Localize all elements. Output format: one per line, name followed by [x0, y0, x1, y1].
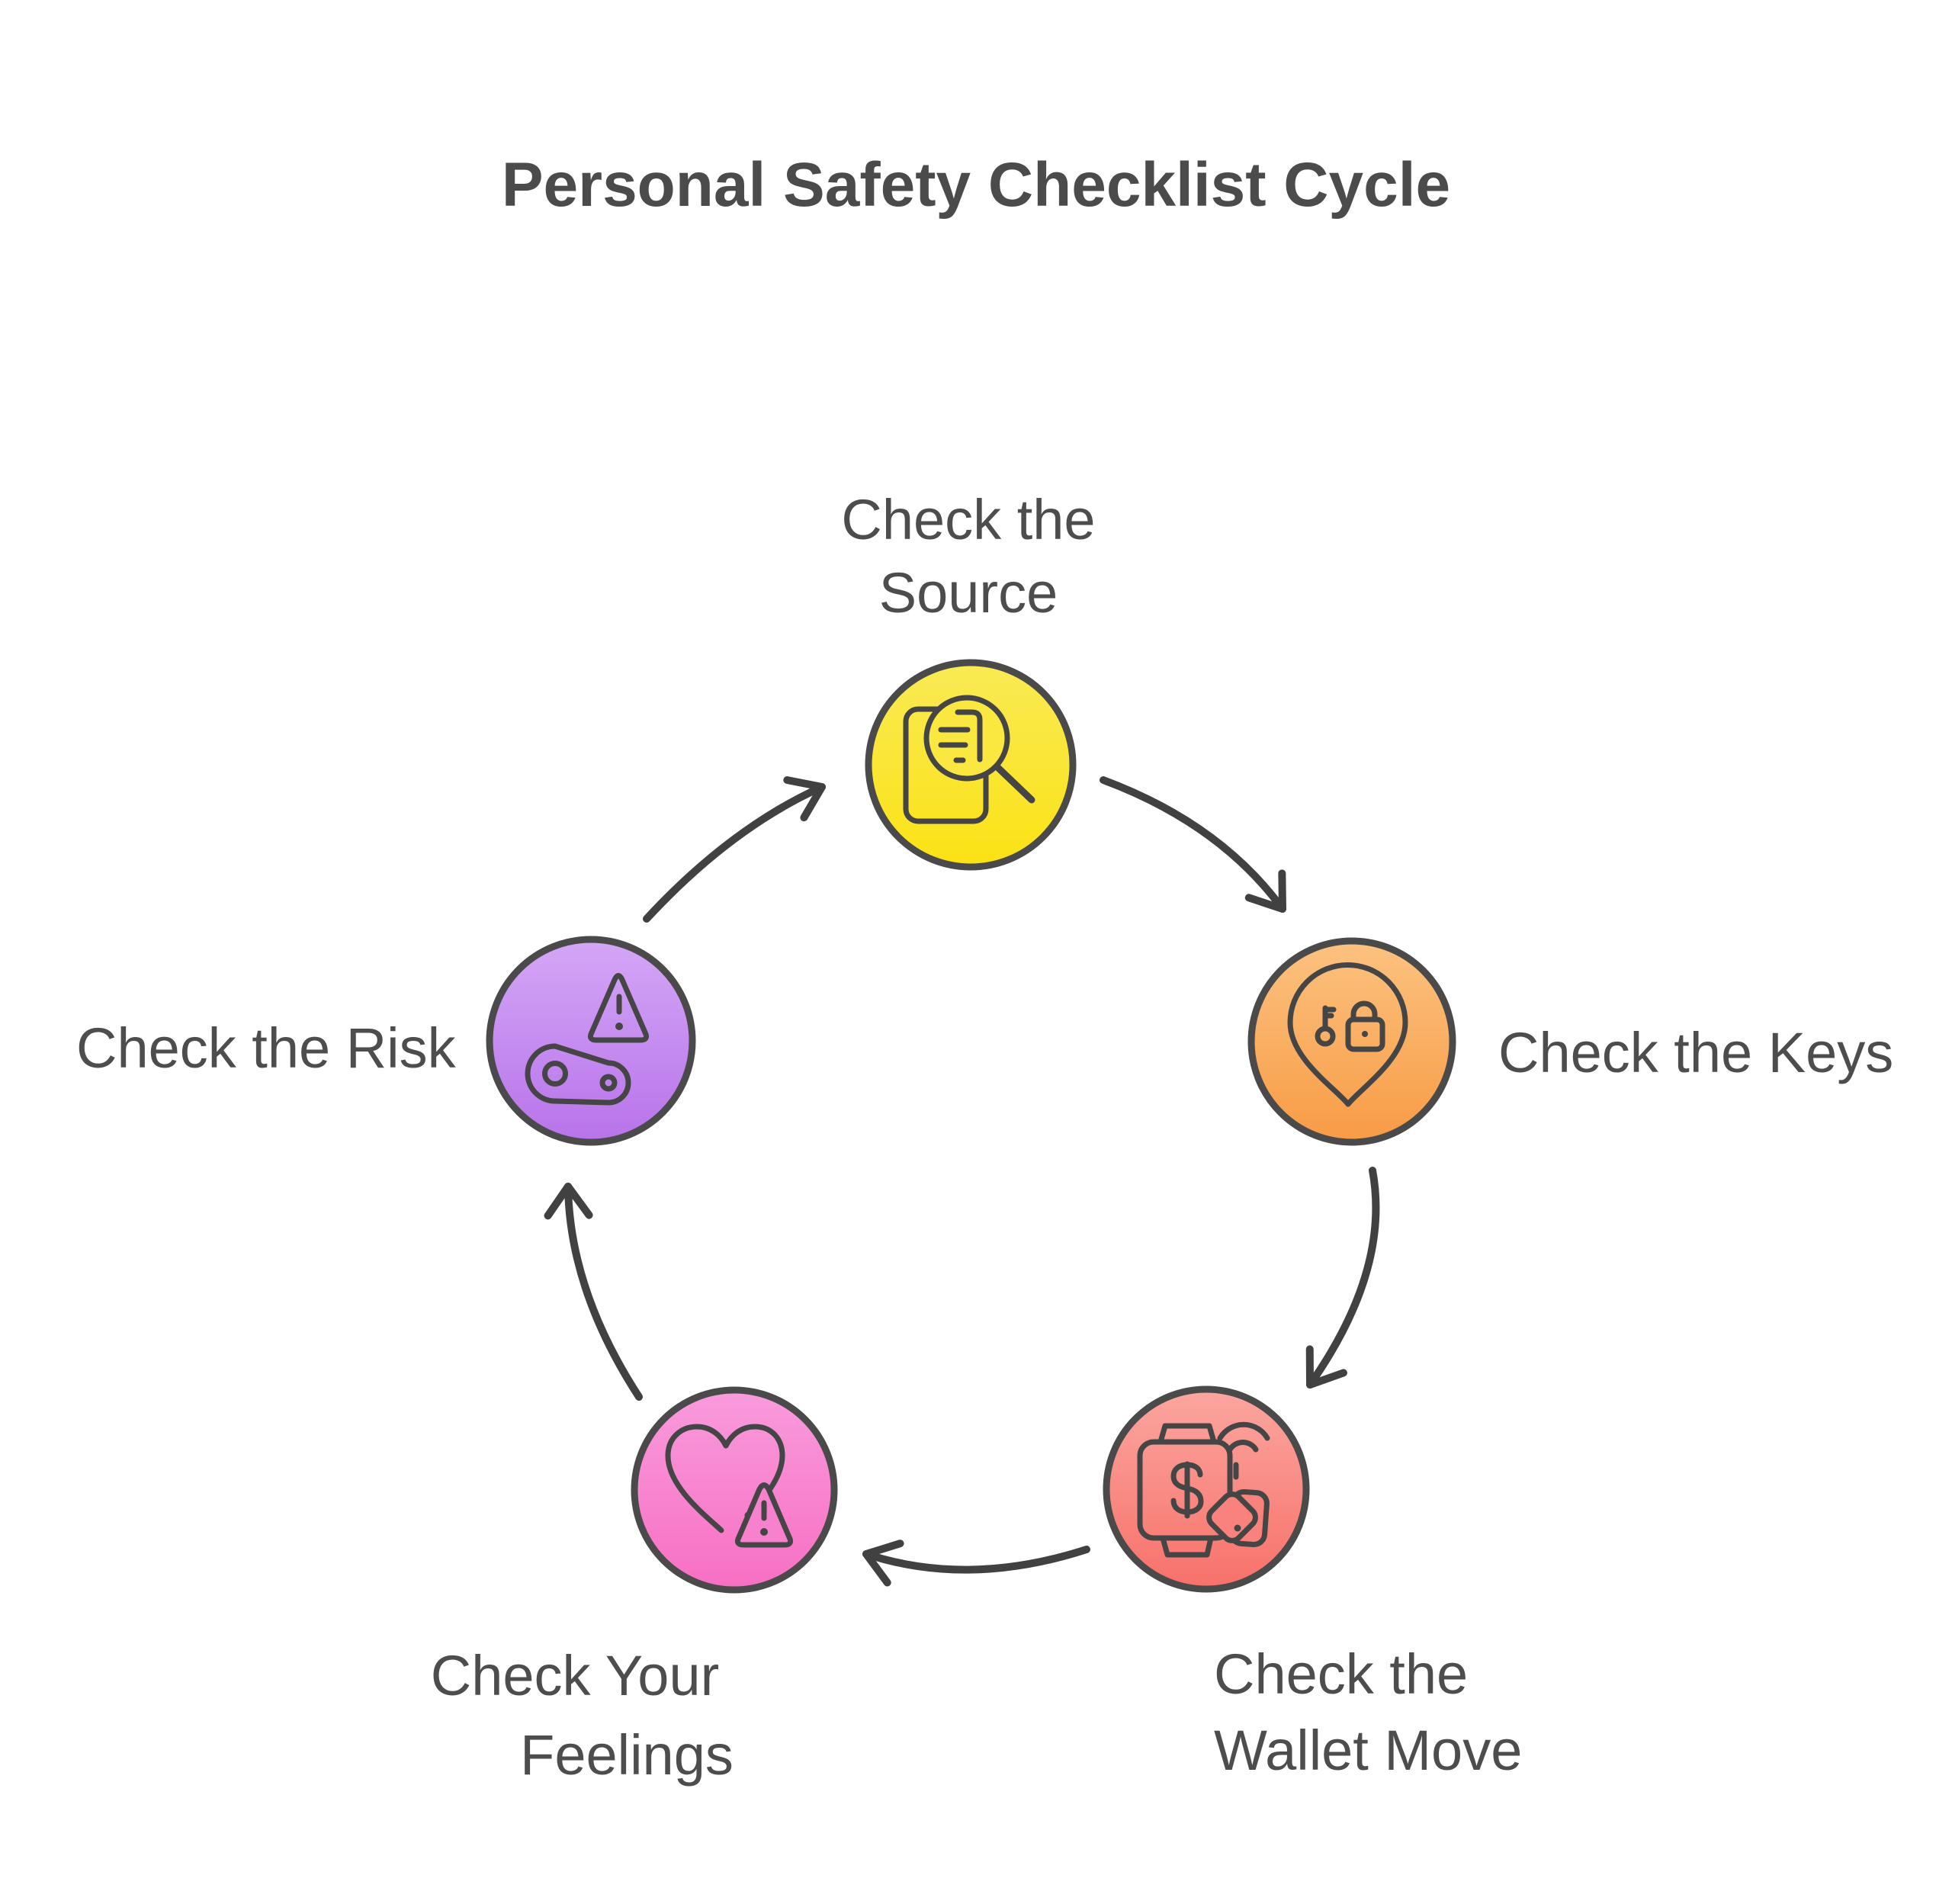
label-line: Feelings	[520, 1723, 734, 1787]
label-risk: Check the Risk	[76, 1018, 456, 1079]
arrow-wallet-to-feelings	[862, 1540, 1090, 1587]
label-source: Check the Source	[740, 483, 1197, 630]
dollar-curve	[1170, 1462, 1204, 1515]
arrow-risk-to-source	[643, 775, 826, 923]
warning-triangle	[588, 973, 649, 1043]
watch-band-bottom	[1160, 1535, 1214, 1558]
location-pin-shape	[1287, 962, 1408, 1107]
magnifier-handle	[994, 763, 1035, 804]
document-corner	[955, 709, 983, 763]
location-pin-key-lock-icon	[1287, 962, 1408, 1107]
watch-body	[1137, 1439, 1233, 1541]
arrow-source-to-keys	[1100, 776, 1286, 913]
label-line: Check the	[1214, 1642, 1469, 1706]
payment-card	[1206, 1491, 1258, 1543]
label-line: Check the Keys	[1498, 1021, 1894, 1084]
belt-pulley-small	[599, 1074, 618, 1092]
warning-belt-icon	[525, 973, 649, 1106]
node-risk	[486, 936, 696, 1146]
heart-warning-icon	[665, 1424, 793, 1548]
heart-shape	[665, 1424, 785, 1533]
document-search-icon	[903, 695, 1035, 824]
label-wallet: Check the Wallet Move	[1214, 1636, 1522, 1789]
label-line: Source	[878, 561, 1058, 624]
node-source	[865, 659, 1077, 871]
contactless-arc-outer	[1217, 1421, 1270, 1441]
label-keys: Check the Keys	[1498, 1023, 1893, 1084]
label-feelings: Check Your Feelings	[346, 1636, 804, 1795]
watch-band-top	[1157, 1423, 1217, 1445]
node-wallet	[1103, 1385, 1310, 1593]
contactless-arc-inner	[1227, 1440, 1259, 1453]
arrow-keys-to-wallet	[1305, 1167, 1380, 1389]
padlock-keyhole	[1362, 1031, 1368, 1037]
padlock-body	[1345, 1016, 1385, 1052]
diagram-title: Personal Safety Checklist Cycle	[501, 150, 1451, 220]
card-dot	[1234, 1524, 1241, 1532]
label-line: Check the Risk	[76, 1016, 456, 1080]
cycle-arrows	[544, 775, 1380, 1587]
label-line: Wallet Move	[1214, 1719, 1523, 1782]
node-wallet-circle	[1103, 1385, 1310, 1593]
arrow-feelings-to-risk	[544, 1183, 643, 1401]
node-keys-circle	[1247, 937, 1456, 1146]
node-keys	[1247, 937, 1456, 1146]
padlock-shackle	[1350, 1000, 1378, 1023]
label-line: Check Your	[430, 1644, 720, 1707]
belt-pulley-large	[542, 1061, 568, 1087]
belt-outline	[525, 1043, 631, 1106]
node-feelings-circle	[631, 1386, 838, 1594]
label-line: Check the	[841, 488, 1096, 551]
node-feelings	[631, 1386, 838, 1594]
exclamation-dot	[615, 1023, 623, 1030]
magnifier-lens	[923, 695, 1010, 782]
smartwatch-payment-icon	[1137, 1421, 1270, 1558]
document-text-lines	[938, 727, 971, 763]
exclamation-dot	[760, 1528, 768, 1536]
key-shaft	[1322, 1005, 1337, 1032]
